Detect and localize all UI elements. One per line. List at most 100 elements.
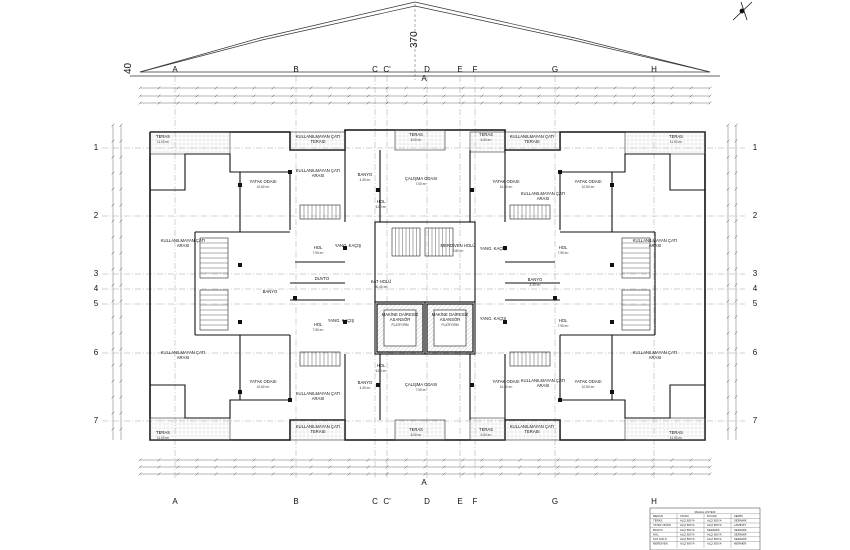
title-block-cell: YATAK ODASI xyxy=(653,523,671,527)
room-label: TERASI xyxy=(310,429,325,434)
roof-outline xyxy=(130,1,720,80)
axis-bottom-h: H xyxy=(651,497,657,506)
room-area: 7.90 m² xyxy=(558,251,569,255)
room-label: YATAK ODASI xyxy=(250,379,277,384)
title-block-cell: DUVAR xyxy=(707,514,717,518)
axis-top-f: F xyxy=(473,65,478,74)
room-area: 6.00 m² xyxy=(481,433,492,437)
axis-bottom-g: G xyxy=(552,497,558,506)
title-block-cell: ALÇI BOYA xyxy=(680,537,695,541)
room-area: 6.00 m² xyxy=(411,138,422,142)
room-area: 6.60 m² xyxy=(376,369,387,373)
room-area: 6.60 m² xyxy=(376,205,387,209)
room-area: 10.60 m² xyxy=(582,185,595,189)
room-area: 10.60 m² xyxy=(257,385,270,389)
axis-right-5: 5 xyxy=(753,299,758,308)
room-label: KAT HOLÜ xyxy=(371,279,392,284)
axis-top-d: D xyxy=(424,65,430,74)
title-block-cell: ZEMİN xyxy=(734,513,743,518)
title-block-cell: MERMER xyxy=(734,542,746,546)
room-label: YANG. KAÇIŞ xyxy=(328,318,355,323)
room-label: ARASI xyxy=(649,243,662,248)
title-block-cell: SERAMİK xyxy=(707,527,720,532)
room-label: ARASI xyxy=(177,355,190,360)
section-mark-bottom: A xyxy=(421,478,427,487)
room-label: YANG. KAÇIŞ xyxy=(480,316,507,321)
title-block-cell: ALÇI BOYA xyxy=(680,519,695,523)
room-yangin-1: YANG. KAÇIŞ xyxy=(335,243,362,248)
title-block-cell: ALÇI BOYA xyxy=(680,542,695,546)
room-label: KULLANILMAYAN ÇATI xyxy=(510,134,554,139)
room-label: BANYO xyxy=(528,277,543,282)
axis-right-6: 6 xyxy=(753,348,758,357)
title-block-cell: SERAMİK xyxy=(734,536,747,541)
room-label: ASANSÖR xyxy=(390,317,410,322)
room-area: 7.00 m² xyxy=(416,182,427,186)
room-label: KULLANILMAYAN ÇATI xyxy=(633,238,677,243)
room-label: TERAS xyxy=(479,132,493,137)
room-area: 7.90 m² xyxy=(558,324,569,328)
room-label: KULLANILMAYAN ÇATI xyxy=(161,350,205,355)
room-label: DUVTO xyxy=(315,276,330,281)
title-block-cell: SERAMİK xyxy=(734,518,747,523)
title-block-cell: MEKAN xyxy=(653,514,663,518)
axis-right-4: 4 xyxy=(753,284,758,293)
room-label: KULLANILMAYAN ÇATI xyxy=(161,238,205,243)
room-area: 7.00 m² xyxy=(416,388,427,392)
section-marks: A A xyxy=(421,74,427,487)
structural-columns xyxy=(238,170,614,402)
title-block-cell: LAMİNAT xyxy=(734,522,746,527)
axis-right-2: 2 xyxy=(753,211,758,220)
title-block-cell: ALÇI BOYA xyxy=(680,523,695,527)
room-label: KULLANILMAYAN ÇATI xyxy=(633,350,677,355)
room-label: ARASI xyxy=(649,355,662,360)
room-label: TERAS xyxy=(669,430,683,435)
room-label: ARASI xyxy=(312,173,325,178)
room-label: HOL xyxy=(559,245,568,250)
room-area: 11.00 m² xyxy=(157,140,169,144)
axis-bottom-e: E xyxy=(457,497,462,506)
axis-bottom-b: B xyxy=(293,497,298,506)
room-label: TERAS xyxy=(409,427,423,432)
room-label: MAKİNE DAİRESİZ xyxy=(432,312,469,317)
axis-bottom-c: C xyxy=(372,497,378,506)
axis-left-1: 1 xyxy=(94,143,99,152)
room-area: 10.60 m² xyxy=(500,385,513,389)
dim-top-label: 370 xyxy=(409,31,420,48)
room-label: HOL xyxy=(559,318,568,323)
room-area: 10.60 m² xyxy=(582,385,595,389)
axis-bottom-f: F xyxy=(473,497,478,506)
room-area: PLATFORM xyxy=(391,323,408,327)
room-banyo-w: BANYO xyxy=(263,289,278,294)
room-area: 11.00 m² xyxy=(157,436,169,440)
axis-left-7: 7 xyxy=(94,416,99,425)
room-label: ARASI xyxy=(537,196,550,201)
title-block-cell: ALÇI BOYA xyxy=(707,519,722,523)
room-label: TERASI xyxy=(524,139,539,144)
title-block-cell: HOL xyxy=(653,532,659,536)
